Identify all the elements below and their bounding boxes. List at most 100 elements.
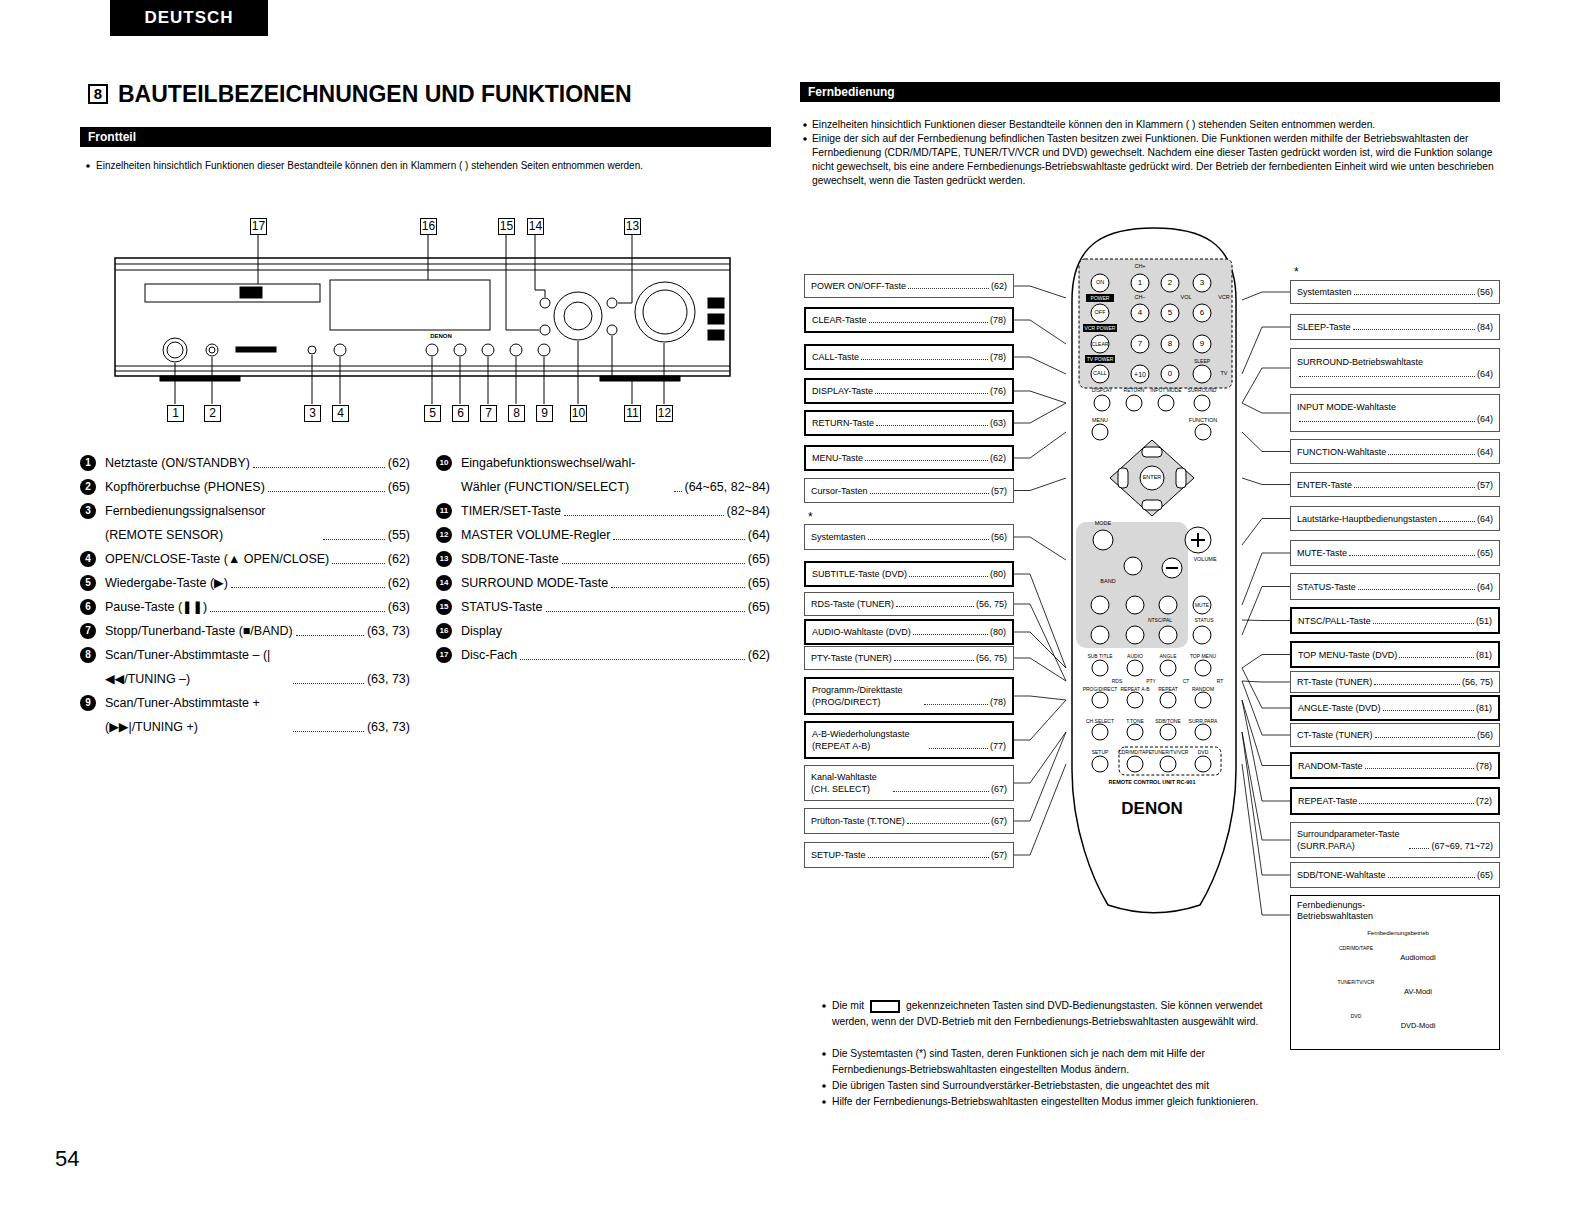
callout-number: 1: [167, 405, 184, 422]
leader-line: [1242, 668, 1290, 708]
remote-button: [1160, 660, 1176, 676]
dot-leader: [865, 460, 988, 461]
button-label: RT: [1217, 679, 1224, 684]
leader-line: [1014, 537, 1066, 560]
box-heading: Fernbedienungs- Betriebswahltasten: [1297, 900, 1407, 922]
button-label: MENU: [1092, 418, 1108, 424]
dot-leader: [323, 539, 385, 540]
note: Die Systemtasten (*) sind Tasten, deren …: [832, 1046, 1272, 1078]
leader-line: [1242, 700, 1290, 766]
key-name: SURROUND-Betriebswahltaste: [1297, 356, 1493, 368]
note: Die mitgekennzeichneten Tasten sind DVD-…: [832, 998, 1272, 1030]
button-label: REPEAT: [1158, 687, 1178, 692]
callout-line: [612, 336, 632, 404]
button-label: REPEAT A-B: [1121, 687, 1150, 692]
part-name: Display: [461, 619, 502, 643]
key-label-box: SURROUND-Betriebswahltaste(64): [1290, 348, 1500, 388]
page-number: 54: [55, 1146, 79, 1172]
front-panel: [334, 344, 346, 356]
dot-leader: [913, 634, 988, 635]
leader-line: [1014, 320, 1066, 344]
page-ref: (56): [1477, 286, 1493, 298]
button-label: SUB TITLE: [1087, 654, 1112, 659]
callout-number: 2: [80, 479, 96, 495]
key-name: A-B-Wiederholungstaste (REPEAT A-B): [812, 728, 927, 752]
page-ref: (78): [990, 351, 1006, 363]
page-ref: (65): [1477, 547, 1493, 559]
dot-leader: [1388, 454, 1475, 455]
dot-leader: [876, 425, 988, 426]
bullet: [822, 1052, 826, 1056]
button-label: FUNCTION: [1189, 418, 1217, 424]
dot-leader: [231, 587, 385, 588]
key-label-box: TOP MENU-Taste (DVD)(81): [1290, 641, 1500, 668]
dot-leader: [894, 660, 974, 661]
front-panel: [163, 338, 187, 362]
key-label-box: ANGLE-Taste (DVD)(81): [1290, 695, 1500, 721]
button-label: RDS: [1112, 679, 1123, 684]
remote-button: [1127, 692, 1143, 708]
remote-button: [1159, 596, 1177, 614]
remote-button: [1131, 335, 1149, 353]
parts-list-item: 5Wiedergabe-Taste (▶)(62): [80, 571, 410, 595]
dot-leader: [674, 491, 682, 492]
button-label: CH+: [1134, 264, 1145, 270]
callout-line: [664, 343, 665, 404]
button-label: ENTER: [1143, 475, 1162, 481]
remote-button: [1193, 304, 1211, 322]
leader-line: [1014, 432, 1066, 458]
key-label-box: MENU-Taste(62): [804, 445, 1014, 471]
leader-line: [1014, 732, 1066, 821]
section-bar: Fernbedienung: [800, 82, 1500, 102]
callout-number: 16: [436, 623, 452, 639]
part-name: Fernbedienungssignalsensor (REMOTE SENSO…: [105, 499, 320, 547]
parts-list-item: 1Netztaste (ON/STANDBY)(62): [80, 451, 410, 475]
leader-line: [1014, 732, 1066, 783]
front-panel: [607, 298, 617, 308]
remote-button: [1091, 304, 1109, 322]
button-label: CDR/MD/TAPE: [1339, 946, 1373, 951]
front-panel: [236, 347, 276, 352]
remote-button: [1161, 304, 1179, 322]
button-label: 3: [1200, 279, 1204, 287]
key-name: SETUP-Taste: [811, 849, 866, 861]
front-panel: [330, 280, 490, 330]
leader-line: [1242, 681, 1290, 735]
dot-leader: [562, 563, 745, 564]
front-panel: [540, 298, 550, 308]
dot-leader: [1399, 657, 1474, 658]
page-ref: (65): [748, 595, 770, 619]
button-label: 1: [1138, 279, 1142, 287]
mode-box: Fernbedienungs- Betriebswahltasten: [1290, 895, 1500, 1050]
key-name: Systemtasten: [811, 531, 866, 543]
page-ref: (67): [991, 815, 1007, 827]
button-label: CALL: [1093, 371, 1107, 377]
button-label: CLEAR: [1092, 342, 1109, 347]
leader-line: [1242, 432, 1290, 452]
callout-line: [432, 357, 433, 404]
callout-line: [488, 357, 489, 404]
system-key-mark: *: [808, 510, 813, 524]
key-name: RDS-Taste (TUNER): [811, 598, 894, 610]
key-name: Programm-/Direkttaste (PROG/DIRECT): [812, 684, 922, 708]
callout-number: 14: [527, 218, 544, 235]
key-label-box: CALL-Taste(78): [804, 344, 1014, 370]
front-panel: [643, 290, 687, 334]
key-name: Cursor-Tasten: [811, 485, 868, 497]
button-label: 7: [1138, 340, 1142, 348]
callout-number: 8: [508, 405, 525, 422]
page-ref: (62): [748, 643, 770, 667]
button-label: ON: [1096, 280, 1104, 286]
button-label: MODE: [1095, 521, 1112, 527]
callout-number: 13: [436, 551, 452, 567]
remote-button: [1161, 365, 1179, 383]
callout-number: 5: [80, 575, 96, 591]
parts-list-item: 6Pause-Taste (❚❚)(63): [80, 595, 410, 619]
callout-number: 3: [304, 405, 321, 422]
button-label: BAND: [1100, 579, 1115, 585]
button-label: 6: [1200, 309, 1204, 317]
callout-number: 12: [656, 405, 673, 422]
callout-number: 1: [80, 455, 96, 471]
bullet: [86, 164, 90, 168]
parts-list-item: 15STATUS-Taste(65): [436, 595, 770, 619]
